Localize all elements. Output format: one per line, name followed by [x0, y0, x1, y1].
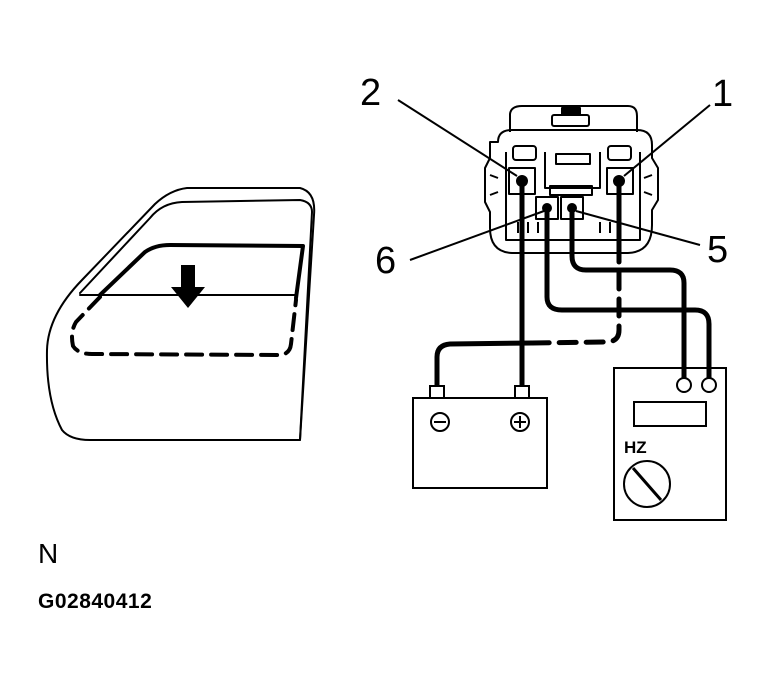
window-glass-edge — [98, 243, 305, 300]
figure-id: G02840412 — [38, 590, 153, 613]
leader-lines — [397, 99, 711, 261]
rotary-dial-icon — [623, 460, 671, 508]
pin-label-2: 2 — [360, 72, 381, 114]
battery — [412, 385, 548, 489]
wires — [434, 178, 712, 391]
view-letter: N — [38, 538, 59, 569]
battery-positive-post — [514, 385, 530, 399]
door-outline — [45, 187, 316, 441]
meter-display — [633, 401, 707, 427]
meter-mode-label: HZ — [624, 438, 647, 457]
leader-pin6 — [409, 210, 545, 261]
plus-circle-icon — [510, 412, 530, 432]
wire-terminal1-dashed — [529, 269, 622, 346]
wire-terminal6-meter — [544, 205, 712, 381]
connector-body — [484, 129, 659, 254]
meter-probe-jack-right — [701, 377, 717, 393]
connector-latch — [509, 105, 638, 132]
wire-terminal5-meter — [569, 205, 687, 381]
leader-pin1 — [623, 104, 711, 177]
wire-battery-negative — [434, 340, 535, 391]
pin-label-1: 1 — [712, 73, 733, 115]
battery-negative-post — [429, 385, 445, 399]
frequency-meter — [613, 367, 727, 521]
down-arrow-icon — [171, 265, 205, 308]
pin-label-6: 6 — [375, 240, 396, 282]
leader-pin2 — [397, 99, 518, 177]
leader-pin5 — [575, 210, 701, 246]
door-illustration — [45, 187, 316, 441]
meter-case — [613, 367, 727, 521]
lowered-glass-dashed — [70, 295, 298, 357]
battery-case — [412, 397, 548, 489]
pin-label-5: 5 — [707, 229, 728, 271]
minus-circle-icon — [430, 412, 450, 432]
door-frame-inner — [79, 199, 313, 441]
meter-probe-jack-left — [676, 377, 692, 393]
